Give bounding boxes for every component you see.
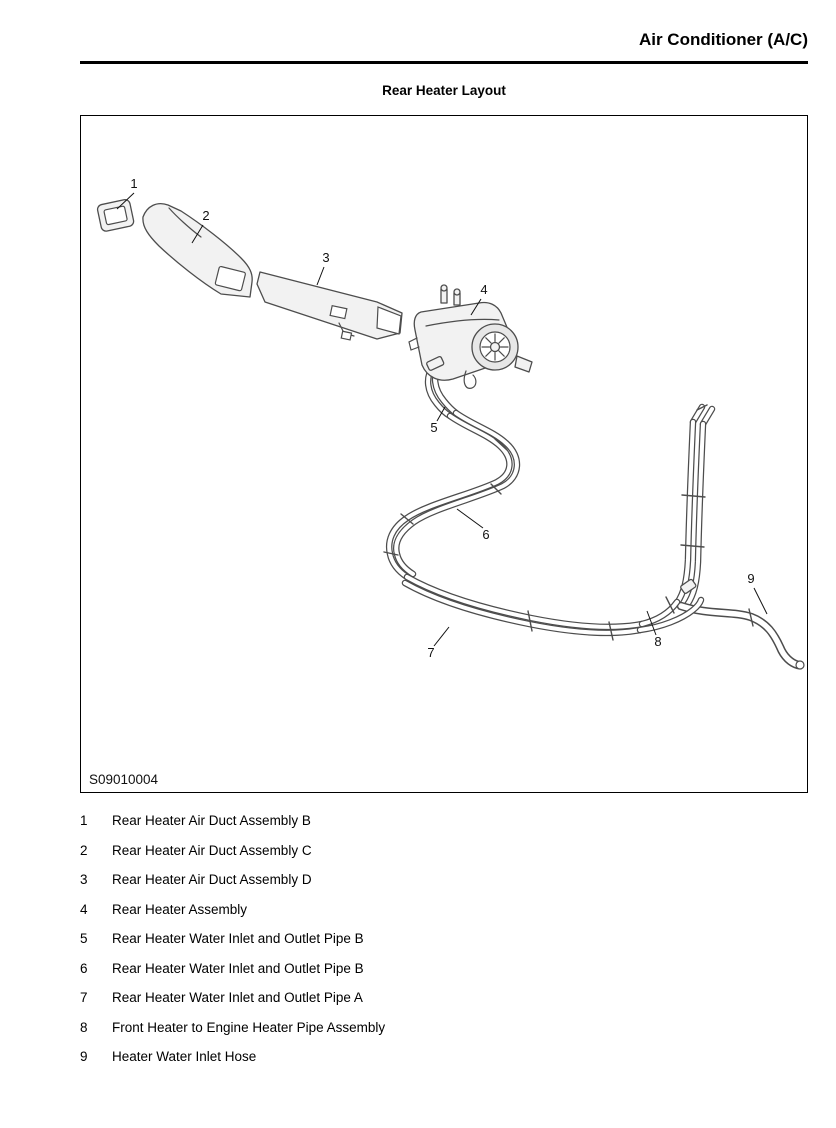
legend-item-number: 6: [80, 960, 88, 976]
callout-layer: 1 2 3 4 5 6 7 8 9: [116, 176, 768, 660]
callout-number: 1: [130, 176, 137, 191]
legend-item-label: Front Heater to Engine Heater Pipe Assem…: [112, 1019, 386, 1035]
air-duct-c: [142, 202, 253, 298]
callout-number: 6: [482, 527, 489, 542]
legend-item: 3 Rear Heater Air Duct Assembly D: [80, 865, 808, 895]
air-duct-d: [256, 271, 403, 341]
legend-item-label: Rear Heater Water Inlet and Outlet Pipe …: [112, 931, 364, 947]
legend-item: 5 Rear Heater Water Inlet and Outlet Pipe…: [80, 924, 808, 954]
pipe-junction-fitting: [680, 578, 697, 594]
rear-heater-pipes-a: [405, 577, 701, 633]
front-heater-engine-pipes: [677, 407, 712, 605]
callout-leader: [470, 298, 482, 316]
legend-item-label: Rear Heater Air Duct Assembly B: [112, 813, 311, 829]
rear-heater-assembly: [408, 284, 533, 389]
callout-number: 2: [202, 208, 209, 223]
figure-code: S09010004: [89, 772, 159, 787]
figure-title: Rear Heater Layout: [382, 83, 506, 98]
legend-item: 6 Rear Heater Water Inlet and Outlet Pipe…: [80, 954, 808, 984]
legend-item-label: Rear Heater Air Duct Assembly C: [112, 842, 312, 858]
callout-number: 5: [430, 420, 437, 435]
callout-number: 8: [654, 634, 661, 649]
callout-leader: [116, 192, 135, 210]
rear-heater-pipes-b: [389, 363, 517, 577]
air-duct-b: [96, 199, 135, 232]
legend-item: 1 Rear Heater Air Duct Assembly B: [80, 806, 808, 836]
pipe-clamps: [383, 404, 754, 641]
legend-item: 4 Rear Heater Assembly: [80, 895, 808, 925]
page-title: Air Conditioner (A/C): [638, 30, 808, 49]
callout-leader: [456, 508, 484, 529]
callout-leader: [753, 587, 768, 615]
legend-item-number: 9: [80, 1049, 88, 1065]
header-rule: [80, 61, 808, 64]
legend-item-number: 4: [80, 901, 88, 917]
callout-number: 3: [322, 250, 329, 265]
legend-item-number: 8: [80, 1019, 88, 1035]
legend-item: 9 Heater Water Inlet Hose: [80, 1042, 808, 1072]
legend-item-label: Heater Water Inlet Hose: [112, 1049, 257, 1065]
legend-item-number: 1: [80, 813, 88, 829]
legend-item: 2 Rear Heater Air Duct Assembly C: [80, 836, 808, 866]
hose-end-fitting: [795, 660, 805, 670]
heater-water-inlet-hose: [681, 606, 805, 670]
legend-item-label: Rear Heater Water Inlet and Outlet Pipe …: [112, 960, 364, 976]
callout-leader: [436, 406, 446, 422]
legend-item-number: 7: [80, 990, 88, 1006]
callout-number: 9: [747, 571, 754, 586]
callout-number: 7: [427, 645, 434, 660]
callout-leader: [191, 224, 204, 244]
callout-number: 4: [480, 282, 487, 297]
legend-item: 8 Front Heater to Engine Heater Pipe Asse…: [80, 1013, 808, 1043]
callout-leader: [316, 266, 325, 286]
legend-item-label: Rear Heater Water Inlet and Outlet Pipe …: [112, 990, 363, 1006]
legend-item-number: 5: [80, 931, 88, 947]
rear-heater-diagram: 1 2 3 4 5 6 7 8 9: [96, 176, 805, 670]
callout-leader: [433, 626, 450, 647]
legend-item-label: Rear Heater Air Duct Assembly D: [112, 872, 312, 888]
legend-item-label: Rear Heater Assembly: [112, 901, 248, 917]
manual-page: Air Conditioner (A/C) Rear Heater Layout: [80, 0, 808, 1072]
blower-fan: [471, 323, 519, 371]
figure-box: 1 2 3 4 5 6 7 8 9 S09010004: [80, 115, 808, 793]
legend-item-number: 3: [80, 872, 88, 888]
callout-leader: [646, 610, 657, 636]
legend-item-number: 2: [80, 842, 88, 858]
legend-item: 7 Rear Heater Water Inlet and Outlet Pipe…: [80, 983, 808, 1013]
